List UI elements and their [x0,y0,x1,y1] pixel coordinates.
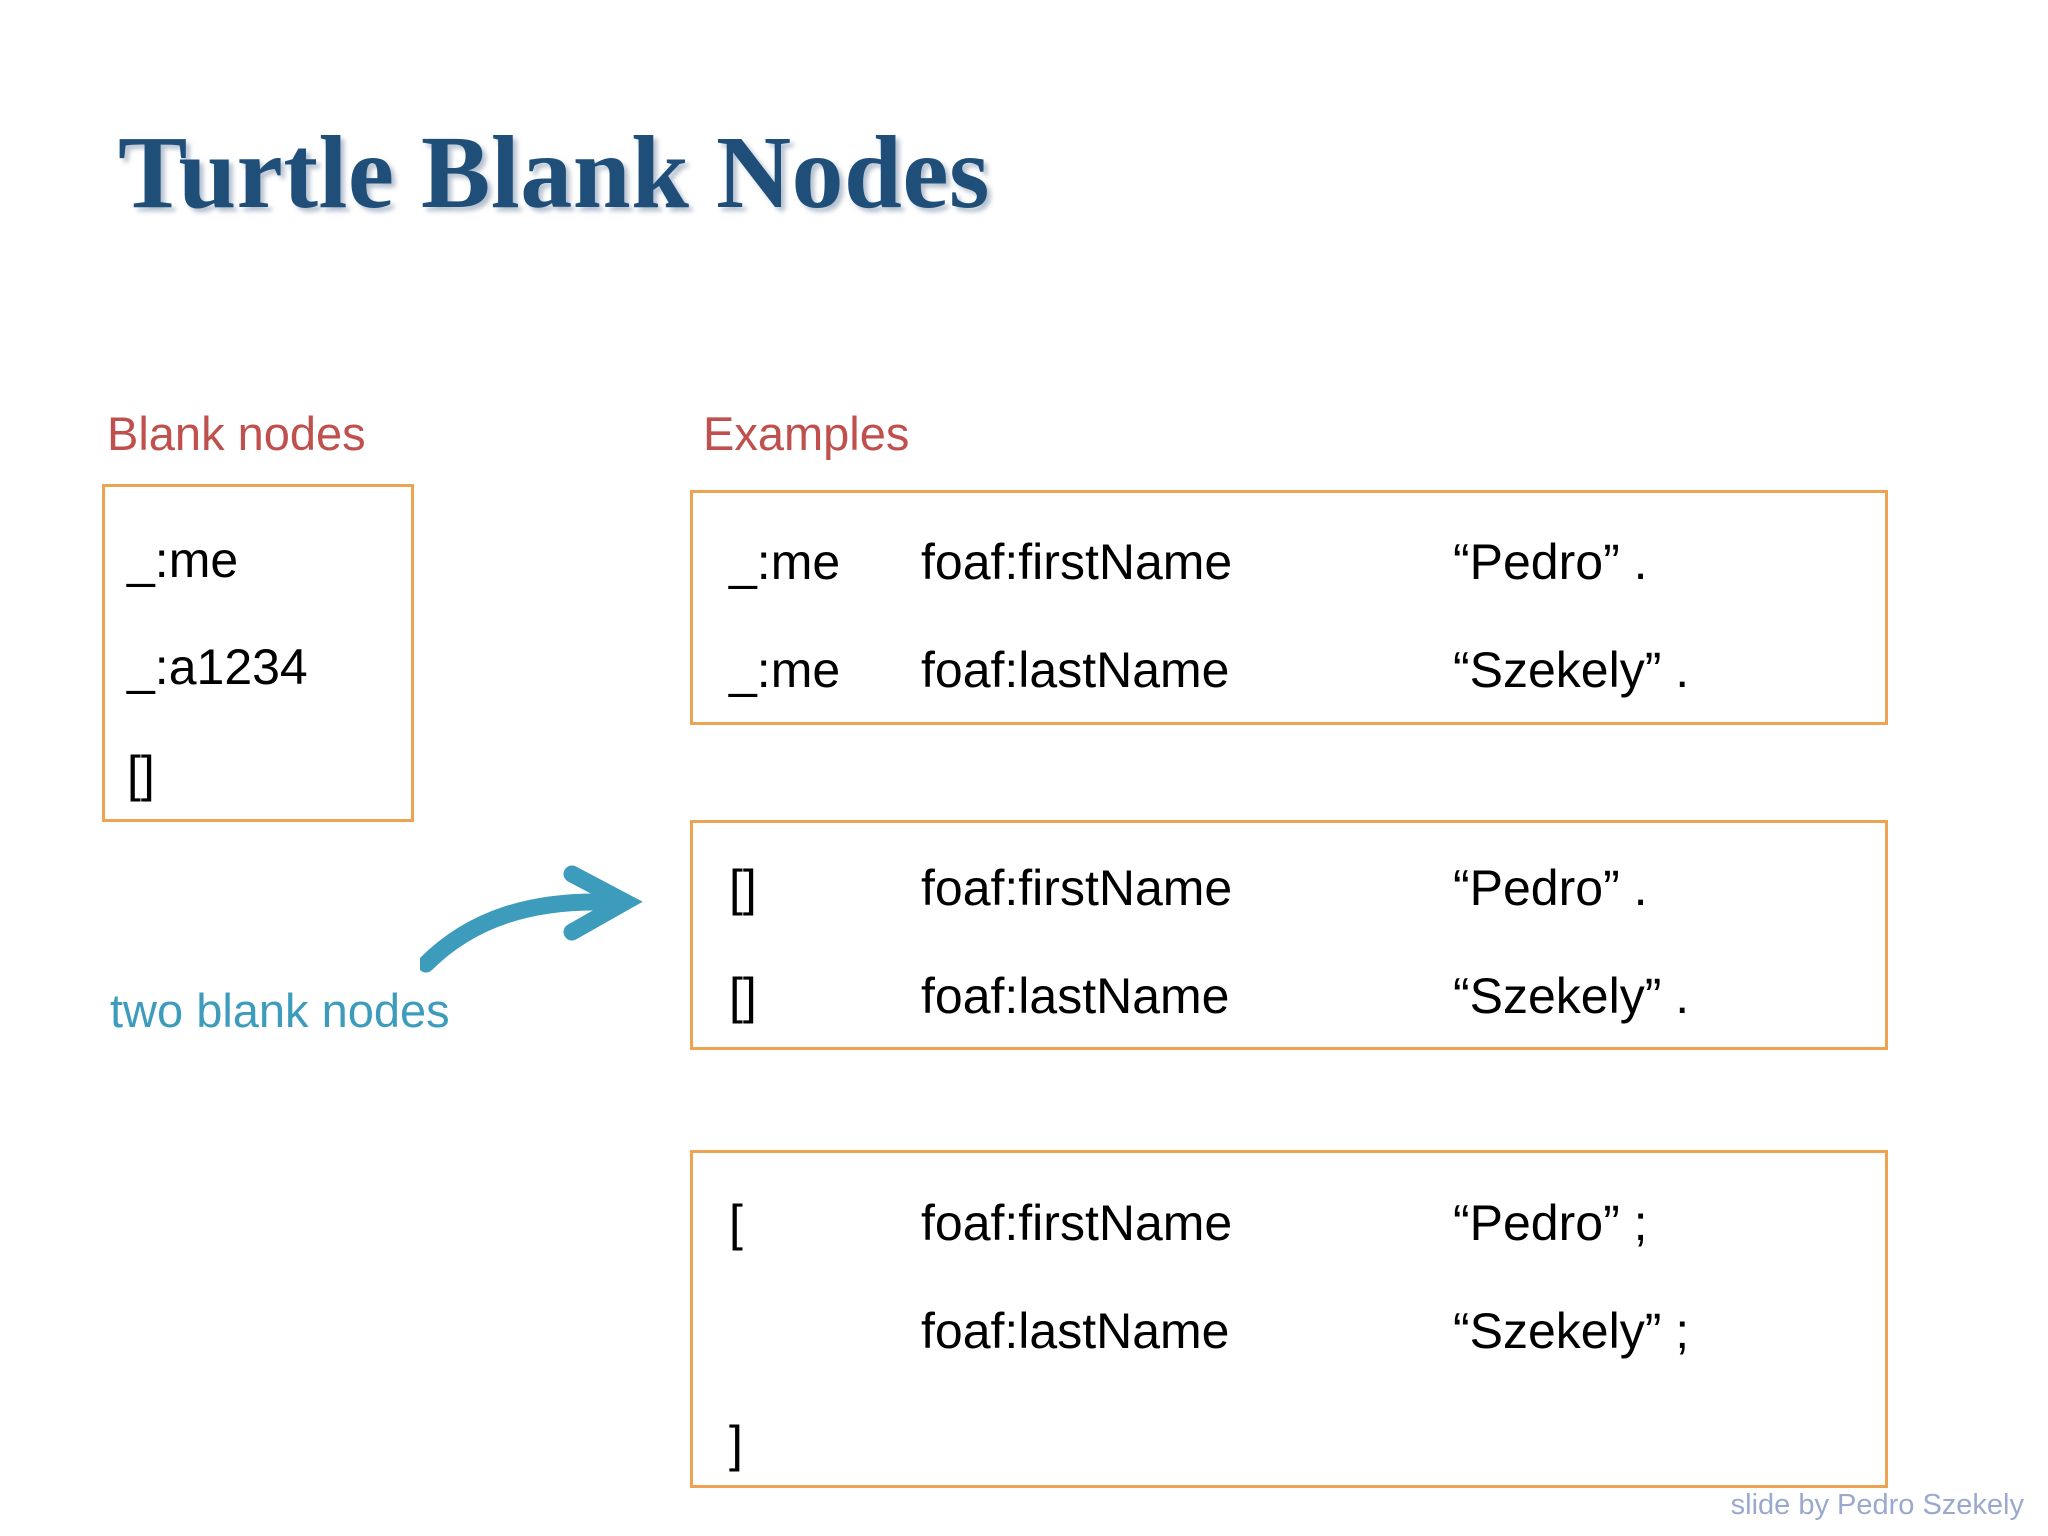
triple-subject: [] [729,968,757,1024]
curved-arrow-right-icon [420,865,643,973]
triple-subject: _:me [729,642,841,698]
triple-row: _:me foaf:lastName “Szekely” . [693,645,1885,707]
triple-row: [ foaf:firstName “Pedro” ; [693,1198,1885,1260]
triple-object: “Pedro” ; [1453,1195,1648,1251]
triple-subject: _:me [729,534,841,590]
example-box-2: [] foaf:firstName “Pedro” . [] foaf:last… [690,820,1888,1050]
triple-subject: [ [729,1195,743,1251]
example-box-1: _:me foaf:firstName “Pedro” . _:me foaf:… [690,490,1888,725]
triple-row: ] [693,1419,1885,1481]
example-box-3: [ foaf:firstName “Pedro” ; foaf:lastName… [690,1150,1888,1488]
triple-subject: [] [729,860,757,916]
triple-row: [] foaf:lastName “Szekely” . [693,971,1885,1033]
triple-row: foaf:lastName “Szekely” ; [693,1306,1885,1368]
slide-credit: slide by Pedro Szekely [1730,1489,2024,1521]
blank-nodes-box: _:me _:a1234 [] [102,484,414,822]
triple-object: “Szekely” ; [1453,1303,1690,1359]
page-title: Turtle Blank Nodes [118,115,991,230]
triple-row: _:me foaf:firstName “Pedro” . [693,537,1885,599]
triple-object: “Szekely” . [1453,642,1690,698]
triple-subject: ] [729,1416,743,1472]
blank-node-line: [] [127,746,155,802]
triple-row: [] foaf:firstName “Pedro” . [693,863,1885,925]
section-header-blank-nodes: Blank nodes [107,407,366,460]
triple-predicate: foaf:lastName [921,1303,1230,1359]
triple-predicate: foaf:firstName [921,534,1233,590]
triple-object: “Pedro” . [1453,534,1648,590]
triple-object: “Szekely” . [1453,968,1690,1024]
blank-node-line: _:a1234 [127,639,308,695]
triple-predicate: foaf:lastName [921,642,1230,698]
triple-predicate: foaf:lastName [921,968,1230,1024]
section-header-examples: Examples [703,407,910,460]
triple-predicate: foaf:firstName [921,860,1233,916]
triple-object: “Pedro” . [1453,860,1648,916]
annotation-caption: two blank nodes [110,984,450,1037]
blank-node-line: _:me [127,532,239,588]
triple-predicate: foaf:firstName [921,1195,1233,1251]
